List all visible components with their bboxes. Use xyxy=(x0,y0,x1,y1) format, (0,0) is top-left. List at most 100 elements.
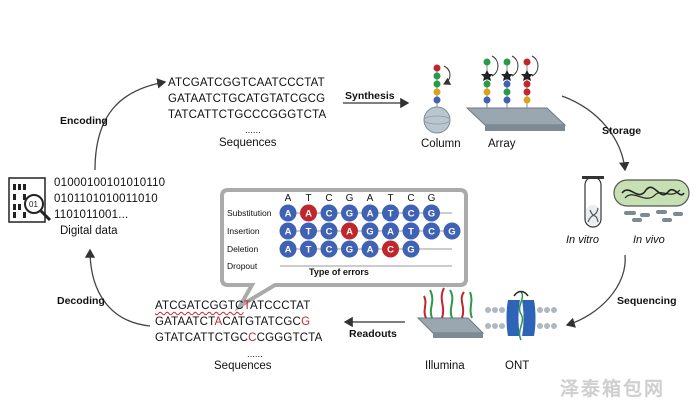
array-icon xyxy=(465,55,567,131)
error-header-base: T xyxy=(387,193,393,204)
base-circle xyxy=(361,222,379,240)
error-header-base: C xyxy=(325,193,332,204)
base-circle xyxy=(402,204,420,222)
base-letter: C xyxy=(408,209,415,220)
error-types-title: Type of errors xyxy=(309,267,369,277)
readout-ellipsis: ...... xyxy=(247,349,263,360)
error-header-base: T xyxy=(305,193,311,204)
binary-line-1: 01000100101010110 xyxy=(54,177,166,189)
storage-label: Storage xyxy=(602,125,642,137)
readout-2-error-1: A xyxy=(214,316,223,328)
readout-line-2: GATAATCTACATGTATCGCG xyxy=(155,316,311,329)
illumina-icon xyxy=(416,287,485,338)
base-letter: G xyxy=(346,209,353,220)
error-row-label: Substitution xyxy=(227,208,272,218)
encoded-sequence-line-2: GATAATCTGCATGTATCGCG xyxy=(168,93,326,105)
base-circle xyxy=(361,204,379,222)
readout-3-prefix: GTATCATTCTGC xyxy=(155,332,249,344)
readout-3-suffix: CGGGTCTA xyxy=(256,332,323,344)
base-circle xyxy=(443,222,461,240)
decoding-arrow xyxy=(84,248,151,327)
base-circle xyxy=(300,240,317,258)
base-letter: A xyxy=(305,209,312,220)
encoded-ellipsis: ...... xyxy=(245,125,261,136)
base-letter: T xyxy=(388,209,394,220)
svg-text:01: 01 xyxy=(29,200,38,209)
bacterium-icon xyxy=(613,179,690,222)
ont-icon xyxy=(485,290,557,341)
storage-arrow xyxy=(561,95,630,172)
error-row-label: Insertion xyxy=(227,226,260,236)
base-letter: C xyxy=(387,245,394,256)
column-label: Column xyxy=(421,138,461,150)
binary-line-2: 0101101010011010 xyxy=(54,193,158,205)
base-circle xyxy=(402,222,420,240)
base-letter: A xyxy=(367,245,374,256)
encoding-arrow xyxy=(94,78,167,171)
readout-1-suffix: ATCCCTAT xyxy=(250,300,311,312)
base-circle xyxy=(341,240,358,258)
readout-line-1: ATCGATCGGTCTATCCCTAT xyxy=(155,300,311,313)
error-header-base: A xyxy=(285,193,292,204)
error-row-label: Dropout xyxy=(227,261,258,271)
in-vitro-label: In vitro xyxy=(566,234,600,246)
encoding-label: Encoding xyxy=(60,115,108,127)
error-base-circle xyxy=(341,222,358,240)
base-circle xyxy=(320,240,338,258)
error-base-circle xyxy=(300,204,317,222)
base-letter: G xyxy=(428,209,435,220)
binary-line-3: 1101011001... xyxy=(54,209,129,221)
test-tube-icon xyxy=(582,176,604,228)
base-letter: G xyxy=(346,245,353,256)
base-letter: T xyxy=(408,227,414,238)
base-circle xyxy=(320,222,338,240)
column-icon xyxy=(423,64,452,134)
readouts-label: Readouts xyxy=(349,328,397,340)
error-header-base: C xyxy=(407,193,414,204)
base-letter: A xyxy=(346,227,353,238)
base-letter: A xyxy=(285,227,292,238)
base-letter: C xyxy=(428,227,435,238)
encoded-sequence-line-3: TATCATTCTGCCCGGGTCTA xyxy=(168,109,327,121)
sequencing-arrow xyxy=(565,254,626,328)
base-letter: A xyxy=(367,209,374,220)
error-header-base: G xyxy=(428,193,436,204)
base-letter: A xyxy=(387,227,394,238)
readout-line-3: GTATCATTCTGCCCGGGTCTA xyxy=(155,332,323,345)
ont-label: ONT xyxy=(505,360,530,372)
readout-1-error: T xyxy=(243,300,251,312)
base-letter: T xyxy=(306,245,312,256)
base-letter: G xyxy=(407,245,414,256)
readout-1-prefix: ATCGATCGGTC xyxy=(155,300,244,312)
base-circle xyxy=(300,222,317,240)
base-circle xyxy=(341,204,358,222)
base-circle xyxy=(361,240,379,258)
sequencing-label: Sequencing xyxy=(617,295,677,307)
base-circle xyxy=(279,222,297,240)
readout-3-error: C xyxy=(248,332,257,344)
illumina-label: Illumina xyxy=(425,360,465,372)
base-circle xyxy=(382,222,399,240)
base-circle xyxy=(320,204,338,222)
base-letter: C xyxy=(326,209,333,220)
base-letter: A xyxy=(285,209,292,220)
base-circle xyxy=(382,204,399,222)
readout-sequences-label: Sequences xyxy=(214,360,272,372)
base-circle xyxy=(402,240,420,258)
error-header-base: A xyxy=(367,193,374,204)
in-vivo-label: In vivo xyxy=(633,234,665,246)
base-letter: A xyxy=(285,245,292,256)
digital-data-icon: 01 xyxy=(8,177,52,223)
array-label: Array xyxy=(488,138,516,150)
readout-2-middle: CATGTATCGC xyxy=(222,316,302,328)
readout-2-prefix: GATAATCT xyxy=(155,316,215,328)
base-letter: C xyxy=(326,245,333,256)
readout-2-error-2: G xyxy=(301,316,311,328)
watermark: 泽泰箱包网 xyxy=(560,378,666,400)
synthesis-label: Synthesis xyxy=(345,90,395,102)
encoded-sequences-label: Sequences xyxy=(219,137,277,149)
decoding-label: Decoding xyxy=(57,295,105,307)
